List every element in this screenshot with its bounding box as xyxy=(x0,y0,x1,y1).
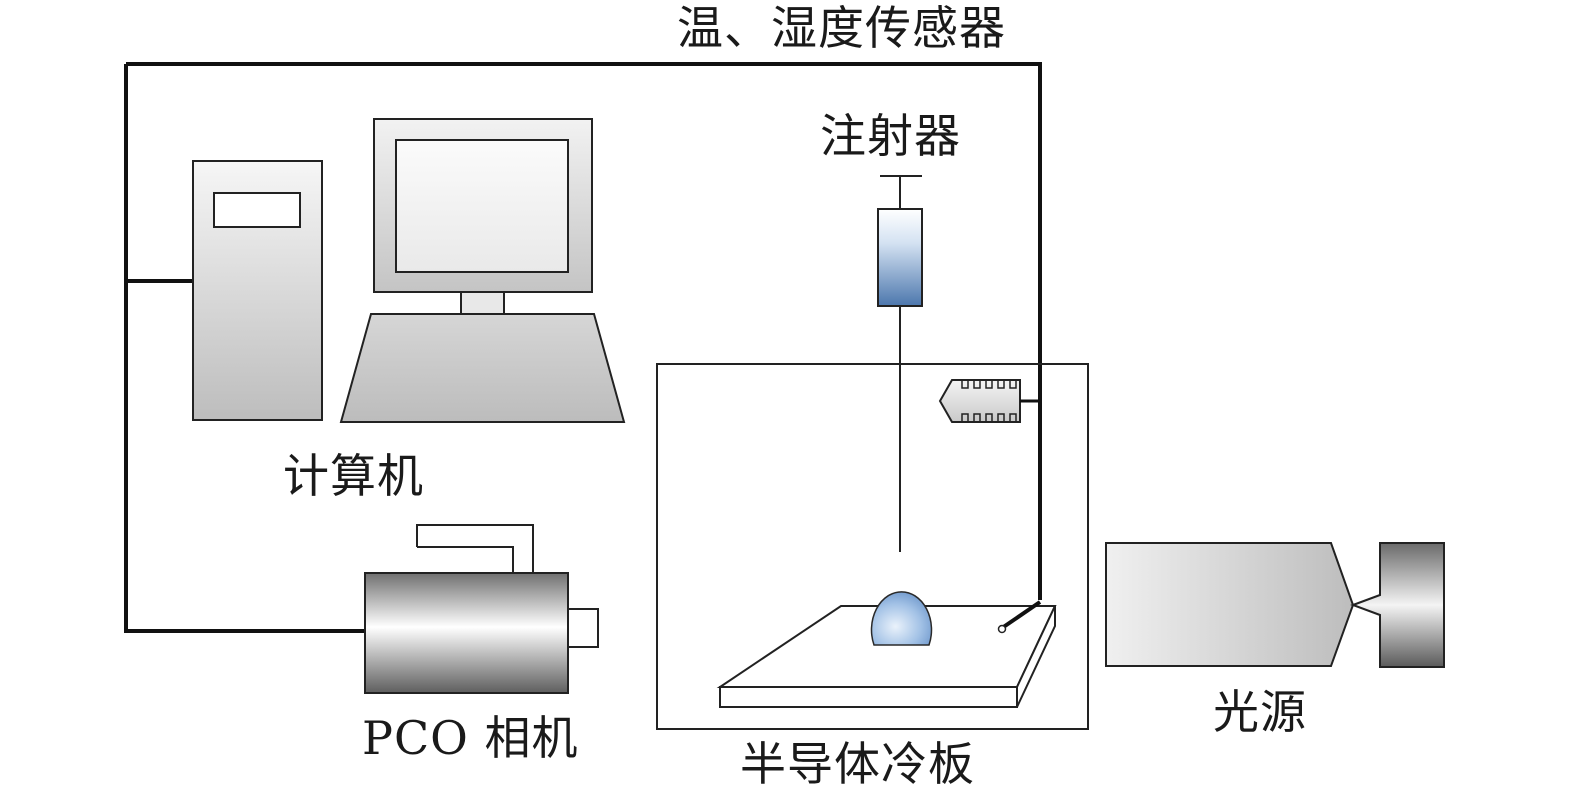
pco-camera xyxy=(364,524,599,694)
cold-plate xyxy=(716,600,1057,708)
syringe-label: 注射器 xyxy=(820,109,961,163)
computer-tower xyxy=(192,160,323,421)
droplet xyxy=(870,591,933,646)
syringe xyxy=(877,175,923,552)
cold-plate-label: 半导体冷板 xyxy=(740,737,975,791)
wiring-loop xyxy=(124,62,1042,633)
humidity-sensor-probe xyxy=(938,379,1040,423)
light-source-label: 光源 xyxy=(1213,685,1307,739)
computer-keyboard xyxy=(339,313,626,423)
computer-monitor xyxy=(373,118,593,315)
sensor-label: 温、湿度传感器 xyxy=(677,1,1006,55)
camera-label: PCO 相机 xyxy=(362,711,579,765)
computer-label: 计算机 xyxy=(283,449,424,503)
light-source xyxy=(1105,542,1445,668)
environment-chamber xyxy=(656,363,1089,730)
